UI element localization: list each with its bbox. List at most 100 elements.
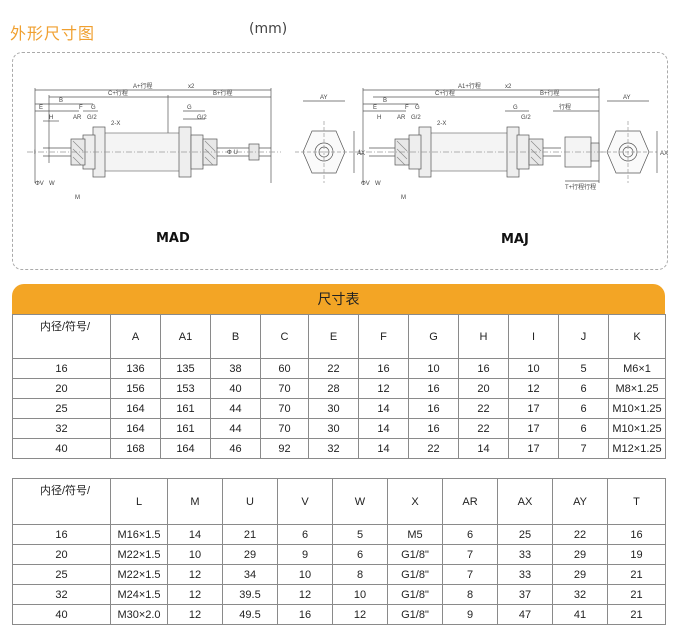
table-cell: 5: [332, 524, 388, 545]
table-cell: 8: [332, 564, 388, 585]
svg-text:B: B: [59, 98, 63, 104]
svg-text:G/2: G/2: [197, 115, 207, 121]
table-cell: 6: [277, 524, 333, 545]
table-cell: 10: [408, 358, 459, 379]
table-cell: 10: [167, 544, 223, 565]
maj-label: MAJ: [501, 232, 529, 247]
table-cell: 14: [167, 524, 223, 545]
svg-text:G/2: G/2: [87, 115, 97, 121]
table-cell: 7: [442, 564, 498, 585]
table-cell: 12: [167, 564, 223, 585]
column-header: W: [332, 478, 388, 525]
table-cell: 135: [160, 358, 211, 379]
table-cell: 22: [458, 418, 509, 439]
svg-text:G/2: G/2: [411, 115, 421, 121]
svg-text:A+行程: A+行程: [133, 82, 153, 90]
table-cell: M10×1.25: [608, 418, 666, 439]
table-cell: 16: [458, 358, 509, 379]
table-cell: 19: [607, 544, 666, 565]
table-cell: 33: [497, 544, 553, 565]
svg-text:E: E: [39, 105, 43, 111]
table-cell: 156: [110, 378, 161, 399]
svg-text:2-X: 2-X: [437, 121, 446, 127]
table-cell: 25: [12, 398, 111, 419]
table-cell: 10: [277, 564, 333, 585]
table-cell: 28: [308, 378, 359, 399]
column-header: AX: [497, 478, 553, 525]
svg-text:C+行程: C+行程: [108, 89, 128, 97]
table-cell: G1/8": [387, 584, 443, 605]
table-cell: 6: [558, 378, 609, 399]
column-header: I: [508, 314, 559, 359]
table-cell: 44: [210, 398, 261, 419]
table-cell: G1/8": [387, 604, 443, 625]
table-cell: 17: [508, 418, 559, 439]
column-header: E: [308, 314, 359, 359]
table-cell: 14: [358, 398, 409, 419]
table-row: 40 168 164 46 92 32 14 22 14 17 7 M12×1.…: [12, 438, 666, 459]
svg-text:G: G: [187, 105, 192, 111]
column-header: T: [607, 478, 666, 525]
table-cell: 22: [408, 438, 459, 459]
table-row: 32 164 161 44 70 30 14 16 22 17 6 M10×1.…: [12, 418, 666, 439]
svg-text:A1+行程: A1+行程: [458, 82, 481, 90]
table-row: 25 164 161 44 70 30 14 16 22 17 6 M10×1.…: [12, 398, 666, 419]
column-header: A: [110, 314, 161, 359]
table-cell: 161: [160, 418, 211, 439]
table-cell: 12: [508, 378, 559, 399]
table-cell: 164: [110, 398, 161, 419]
table-title-bar: 尺寸表: [12, 284, 665, 314]
technical-drawing: A+行程 x2 C+行程 B+行程 B E F G H AR G/2 2-X Φ…: [27, 82, 668, 201]
table-cell: 6: [442, 524, 498, 545]
table-cell: 20: [12, 378, 111, 399]
table-cell: 16: [408, 418, 459, 439]
svg-text:L: L: [359, 150, 363, 156]
table-cell: 25: [497, 524, 553, 545]
column-header: H: [458, 314, 509, 359]
table-cell: 16: [408, 398, 459, 419]
table-cell: 16: [607, 524, 666, 545]
table-cell: G1/8": [387, 564, 443, 585]
column-header: A1: [160, 314, 211, 359]
column-header: X: [387, 478, 443, 525]
svg-text:ΦV: ΦV: [35, 181, 44, 187]
svg-text:W: W: [49, 181, 55, 187]
table-cell: G1/8": [387, 544, 443, 565]
table-cell: 17: [508, 438, 559, 459]
table-cell: 7: [442, 544, 498, 565]
table-cell: 40: [12, 604, 111, 625]
table-cell: 40: [12, 438, 111, 459]
table-cell: 153: [160, 378, 211, 399]
table-cell: 5: [558, 358, 609, 379]
table-cell: 29: [552, 544, 608, 565]
table-cell: 9: [442, 604, 498, 625]
table-cell: 20: [458, 378, 509, 399]
column-header: M: [167, 478, 223, 525]
svg-text:AY: AY: [320, 95, 328, 101]
svg-text:C+行程: C+行程: [435, 89, 455, 97]
table-cell: M22×1.5: [110, 564, 168, 585]
page-title: 外形尺寸图: [10, 24, 96, 43]
table-cell: 21: [607, 564, 666, 585]
column-header: J: [558, 314, 609, 359]
table-cell: 6: [332, 544, 388, 565]
svg-text:M: M: [75, 195, 80, 201]
table-cell: 25: [12, 564, 111, 585]
table-cell: 30: [308, 418, 359, 439]
table-cell: 22: [458, 398, 509, 419]
table-cell: 22: [552, 524, 608, 545]
column-header: AR: [442, 478, 498, 525]
svg-text:B+行程: B+行程: [540, 89, 560, 97]
table-cell: 46: [210, 438, 261, 459]
table-cell: 70: [260, 418, 309, 439]
table-cell: 30: [308, 398, 359, 419]
column-header: L: [110, 478, 168, 525]
column-header: U: [222, 478, 278, 525]
table-cell: M24×1.5: [110, 584, 168, 605]
table-cell: 16: [12, 524, 111, 545]
table-cell: 40: [210, 378, 261, 399]
table-row: 20 156 153 40 70 28 12 16 20 12 6 M8×1.2…: [12, 378, 666, 399]
column-header: B: [210, 314, 261, 359]
table-header-row: 内径/符号/ L M U V W X AR AX AY T: [12, 478, 666, 525]
column-header: AY: [552, 478, 608, 525]
